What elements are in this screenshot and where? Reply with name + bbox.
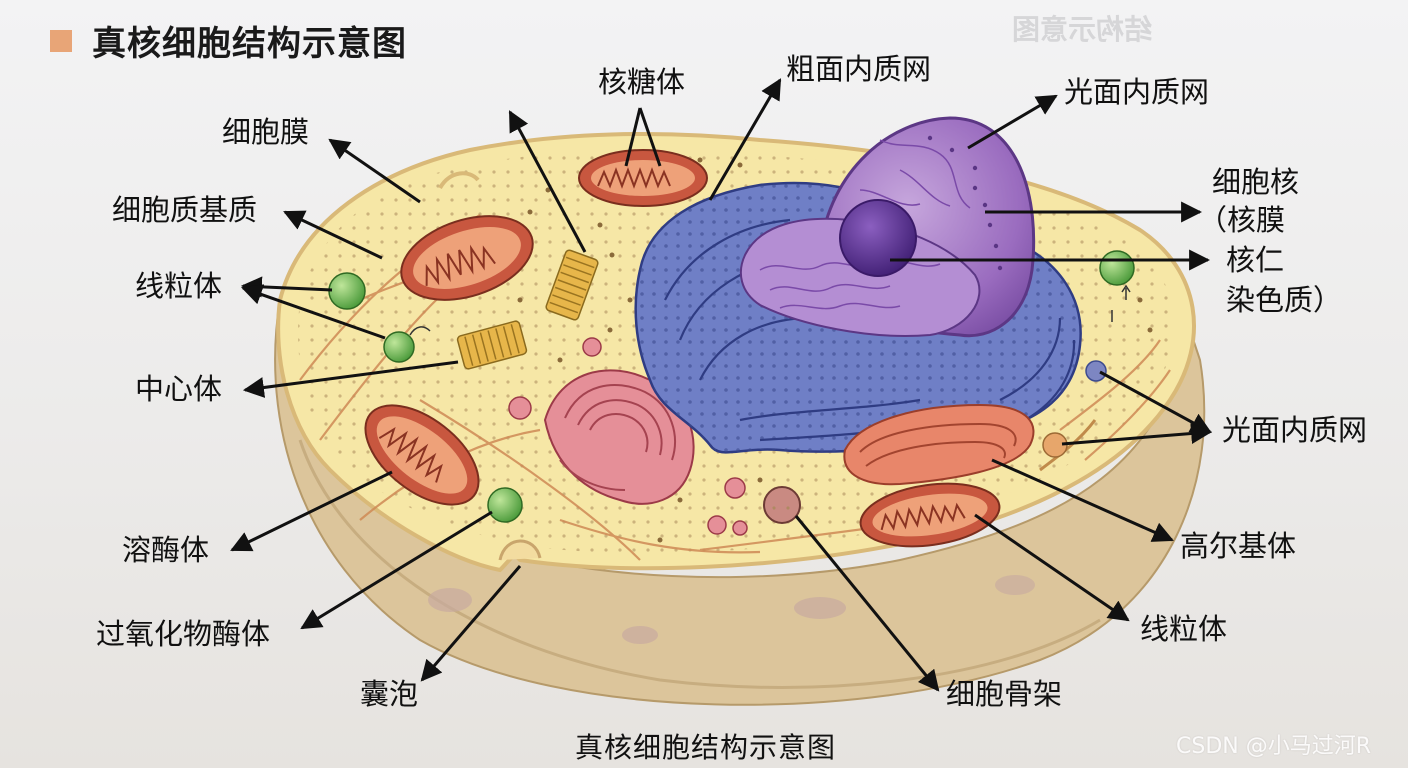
label-nucleus: 细胞核 xyxy=(1212,165,1300,199)
smooth-er-bulb xyxy=(1085,360,1107,382)
arrow-mito-left-b xyxy=(241,284,386,340)
mitochondrion-right xyxy=(859,482,1001,548)
golgi-vesicle xyxy=(732,520,748,536)
label-rough-er: 粗面内质网 xyxy=(786,52,932,86)
arrow-smooth-er-right-a xyxy=(1099,370,1212,434)
arrow-centrosome xyxy=(242,360,459,398)
golgi-right xyxy=(843,403,1035,486)
pointer-arrows xyxy=(230,78,1213,692)
golgi-vesicle xyxy=(707,515,727,535)
arrow-vesicle xyxy=(420,565,522,682)
golgi-vesicle xyxy=(582,337,602,357)
lysosome-tail xyxy=(409,326,431,336)
arrow-cytoskeleton xyxy=(794,515,940,692)
arrow-cytoplasmic-matrix xyxy=(283,210,383,260)
title-square-icon xyxy=(50,30,72,52)
arrow-ribosome-a xyxy=(624,107,642,167)
arrow-smooth-er-top xyxy=(967,94,1058,150)
lysosome-top xyxy=(328,272,366,310)
cytoskeleton-marker-inner xyxy=(772,495,792,515)
page-title: 真核细胞结构示意图 xyxy=(92,24,407,64)
base-spot xyxy=(995,575,1035,595)
arrow-smooth-er-right-b xyxy=(1061,423,1213,446)
cell-base xyxy=(274,299,1206,706)
small-up-down-arrows xyxy=(1111,284,1131,322)
arrow-centriole-up xyxy=(508,110,587,253)
arrow-peroxisome xyxy=(300,510,493,630)
label-golgi: 高尔基体 xyxy=(1180,529,1297,563)
label-nuclear-envelope: （核膜 xyxy=(1198,203,1286,237)
ribosome-dots xyxy=(517,157,1153,543)
arrow-lysosome xyxy=(230,470,393,552)
arrow-golgi xyxy=(991,458,1174,542)
smooth-er-tubule xyxy=(1039,419,1097,472)
label-cytoskeleton: 细胞骨架 xyxy=(946,677,1063,711)
caption: 真核细胞结构示意图 xyxy=(575,731,837,764)
label-mitochondria-right: 线粒体 xyxy=(1140,612,1228,646)
lysosome-mid xyxy=(383,331,415,363)
label-lysosome: 溶酶体 xyxy=(122,533,210,567)
label-peroxisome: 过氧化物酶体 xyxy=(96,617,271,651)
centriole-lower xyxy=(456,320,528,370)
label-chromatin: 染色质） xyxy=(1226,283,1343,317)
label-smooth-er-top: 光面内质网 xyxy=(1064,75,1210,109)
mitochondrion-left-top xyxy=(400,215,534,301)
membrane-bump xyxy=(438,171,480,190)
label-ribosome: 核糖体 xyxy=(598,65,686,99)
vesicle-invagination xyxy=(498,539,542,561)
label-cell-membrane: 细胞膜 xyxy=(222,115,310,149)
label-vesicle: 囊泡 xyxy=(360,677,419,711)
mitochondrion-top xyxy=(578,149,708,207)
label-mitochondria-left: 线粒体 xyxy=(135,269,223,303)
arrow-cell-membrane xyxy=(328,138,421,204)
base-spot xyxy=(794,597,846,619)
label-smooth-er-right: 光面内质网 xyxy=(1222,413,1368,447)
lysosome-right xyxy=(1099,250,1135,286)
peroxisome xyxy=(487,487,523,523)
arrow-rough-er xyxy=(708,78,782,201)
arrow-mito-right xyxy=(974,513,1130,622)
nucleus xyxy=(739,116,1036,338)
golgi-left xyxy=(543,369,695,505)
base-spot xyxy=(622,626,658,644)
arrow-ribosome-b xyxy=(638,107,662,167)
base-spot xyxy=(428,588,472,612)
nucleolus xyxy=(839,199,917,277)
label-nucleolus: 核仁 xyxy=(1226,243,1285,277)
cell-base-shadow xyxy=(298,439,1101,689)
mitochondrion-left-bottom xyxy=(364,404,480,506)
golgi-vesicle xyxy=(508,396,532,420)
label-cytoplasmic-matrix: 细胞质基质 xyxy=(112,193,258,227)
golgi-vesicle xyxy=(724,477,746,499)
label-centrosome: 中心体 xyxy=(135,372,223,406)
watermark: CSDN @小马过河R xyxy=(1176,734,1372,759)
centriole-upper xyxy=(545,249,599,321)
